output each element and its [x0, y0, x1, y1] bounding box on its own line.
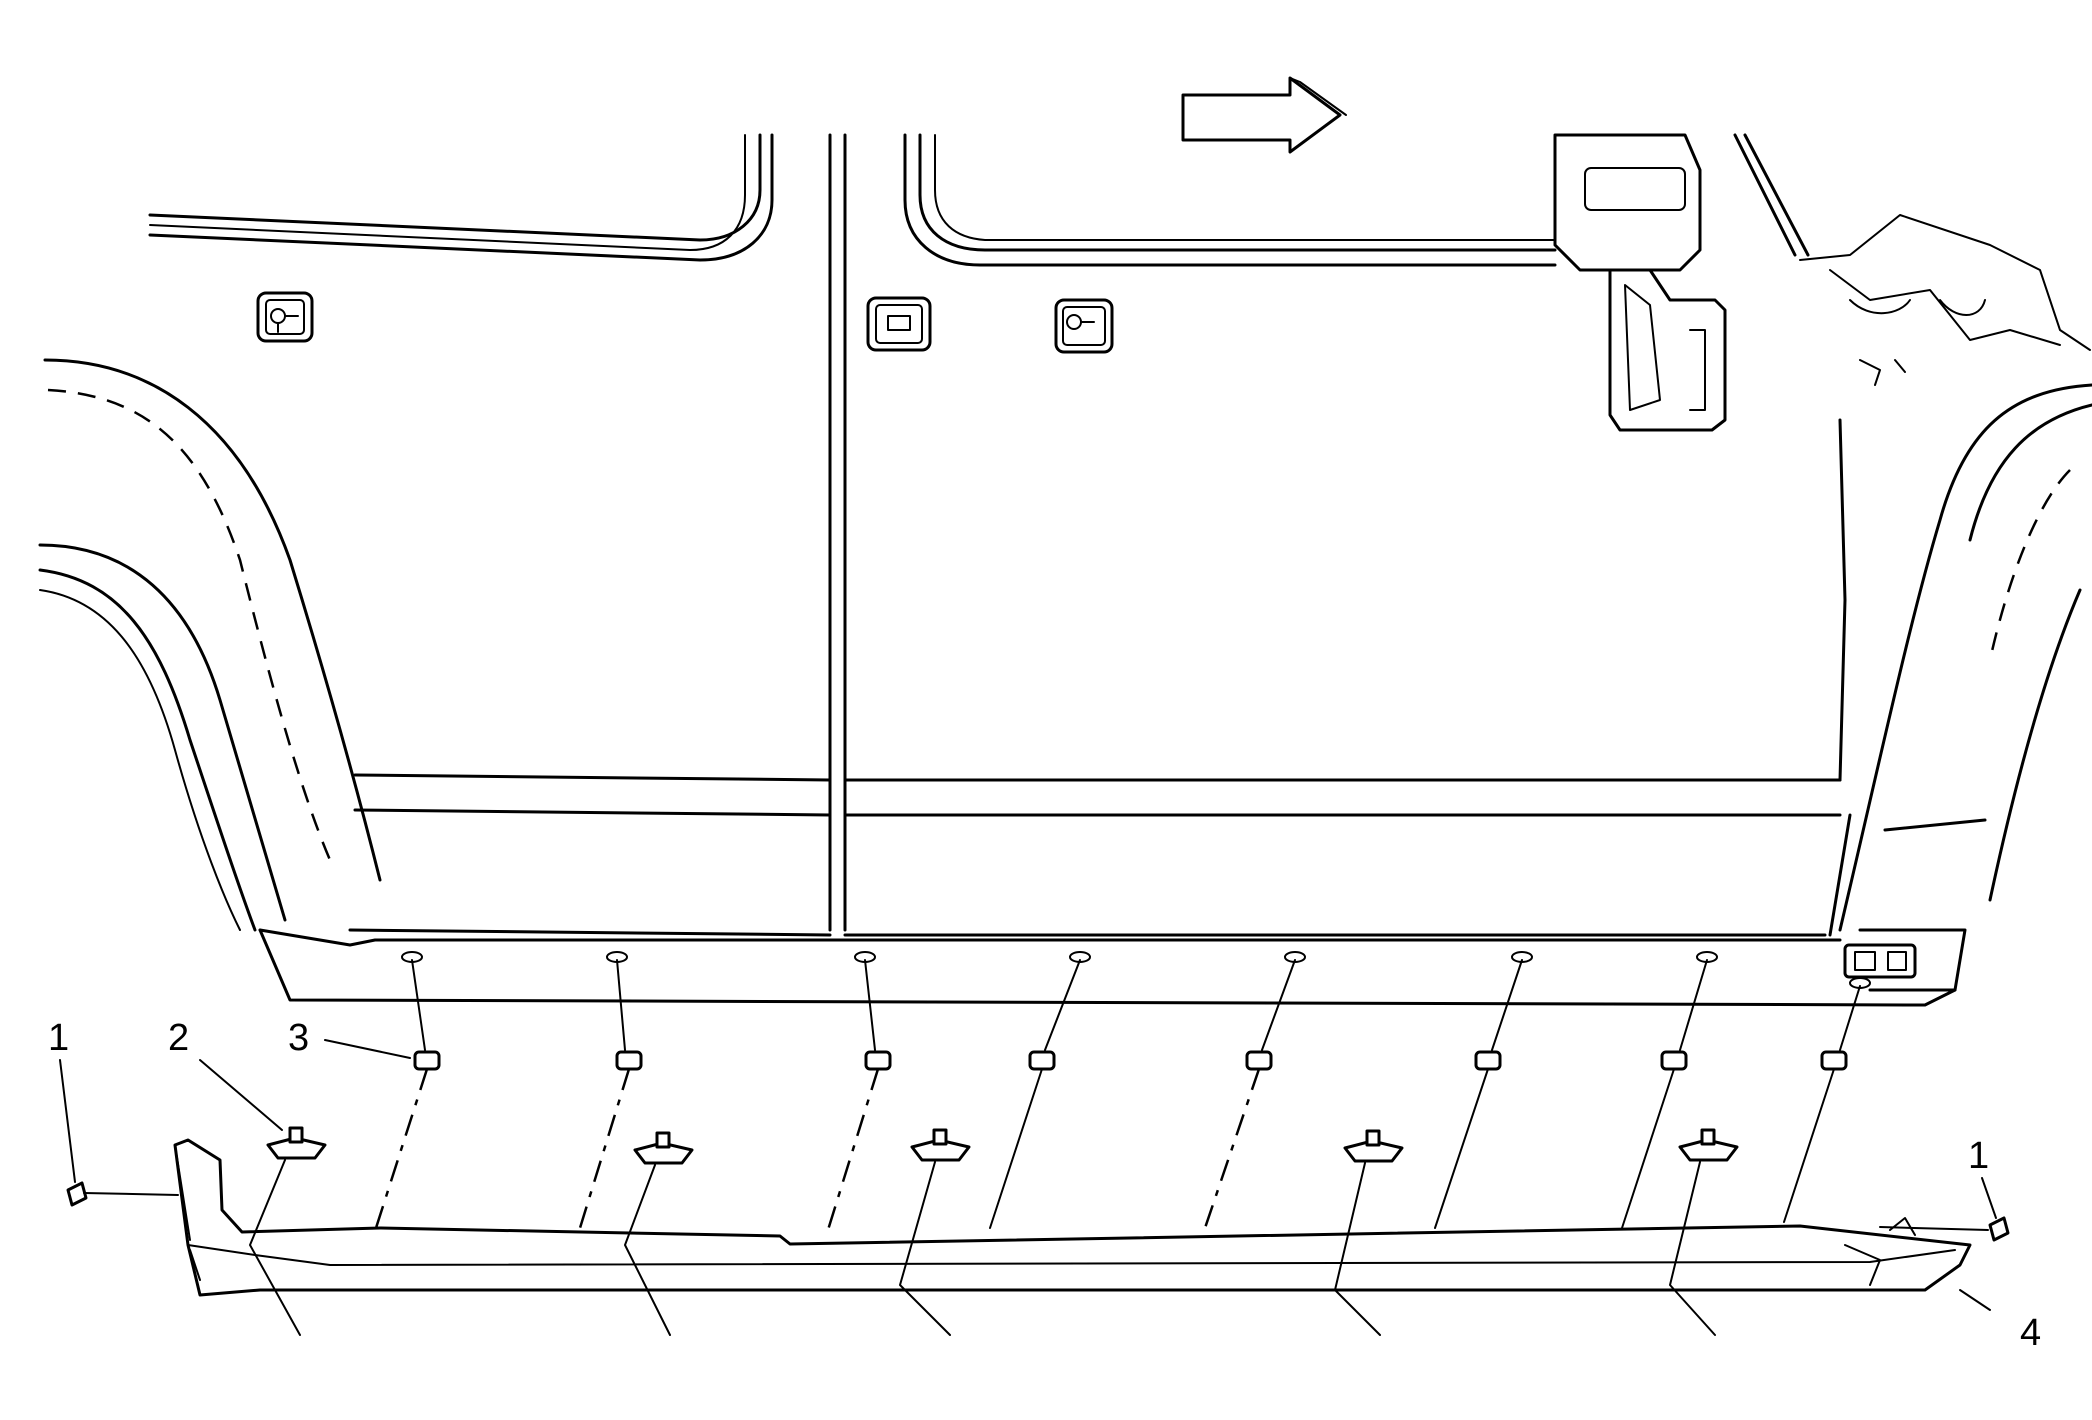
clip-2	[606, 951, 643, 1071]
side-mirror	[1553, 133, 1727, 432]
molding-fasteners	[249, 1126, 1739, 1336]
rear-wheel-arch	[38, 358, 382, 932]
clip-4	[1028, 951, 1091, 1071]
fastener-5	[1669, 1128, 1739, 1336]
fastener-4	[1334, 1129, 1404, 1336]
callout-3: 3	[288, 1017, 309, 1059]
body-sill	[258, 928, 1957, 1007]
callout-1-right: 1	[1968, 1135, 1989, 1177]
body-retainer-clips	[401, 951, 1871, 1071]
rocker-molding	[173, 1138, 1972, 1297]
clip-3	[854, 951, 892, 1071]
clip-leader-lines	[374, 1068, 1835, 1231]
clip-8	[1820, 977, 1871, 1071]
fastener-3	[899, 1128, 971, 1336]
callout-4: 4	[2020, 1312, 2041, 1354]
clip-7	[1660, 951, 1718, 1071]
front-door	[843, 133, 1852, 937]
clip-6	[1474, 951, 1533, 1071]
callout-1-left: 1	[48, 1017, 69, 1059]
fastener-1	[249, 1126, 327, 1336]
callout-leaders	[59, 1039, 1997, 1311]
screw-right	[1879, 1216, 2010, 1242]
fastener-2	[624, 1131, 694, 1336]
clip-5	[1245, 951, 1306, 1071]
callout-2: 2	[168, 1017, 189, 1059]
screw-left	[66, 1181, 179, 1207]
front-fender	[1733, 133, 2092, 992]
rear-door	[148, 133, 832, 937]
clip-1	[401, 951, 441, 1071]
direction-arrow-icon	[1181, 76, 1347, 154]
